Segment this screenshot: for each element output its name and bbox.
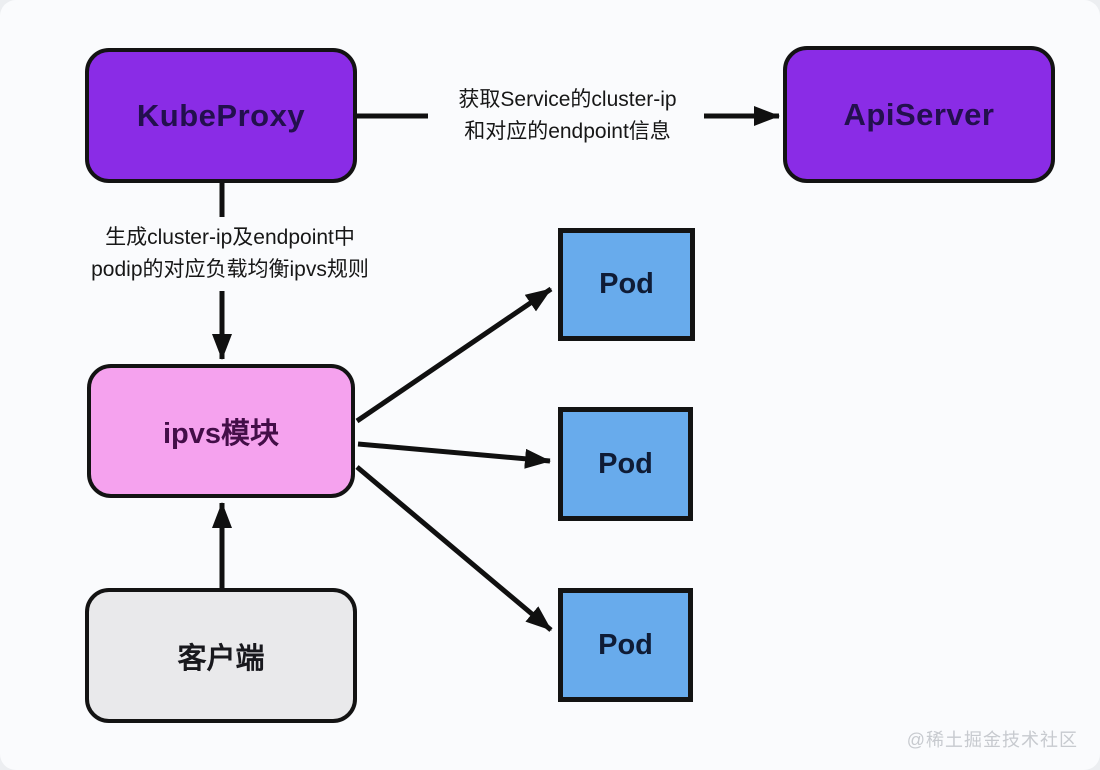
node-ipvs-module: ipvs模块 <box>87 364 355 498</box>
edge-label-line: 生成cluster-ip及endpoint中 <box>105 226 355 249</box>
node-pod-3: Pod <box>558 588 693 702</box>
edge-label-kubeproxy-apiserver: 获取Service的cluster-ip 和对应的endpoint信息 <box>405 84 730 148</box>
edge-label-line: podip的对应负载均衡ipvs规则 <box>91 258 369 281</box>
node-kubeproxy: KubeProxy <box>85 48 357 183</box>
node-pod-2: Pod <box>558 407 693 521</box>
edge-ipvs-pod1 <box>355 286 553 424</box>
edge-label-line: 和对应的endpoint信息 <box>464 120 671 143</box>
edge-label-kubeproxy-ipvs: 生成cluster-ip及endpoint中 podip的对应负载均衡ipvs规… <box>35 222 425 286</box>
node-apiserver: ApiServer <box>783 46 1055 183</box>
edge-label-line: 获取Service的cluster-ip <box>458 88 677 111</box>
node-pod-1: Pod <box>558 228 695 341</box>
edge-ipvs-pod3 <box>355 465 553 632</box>
edge-ipvs-pod2 <box>357 441 551 469</box>
watermark: @稀土掘金技术社区 <box>906 730 1078 750</box>
node-client: 客户端 <box>85 588 357 723</box>
